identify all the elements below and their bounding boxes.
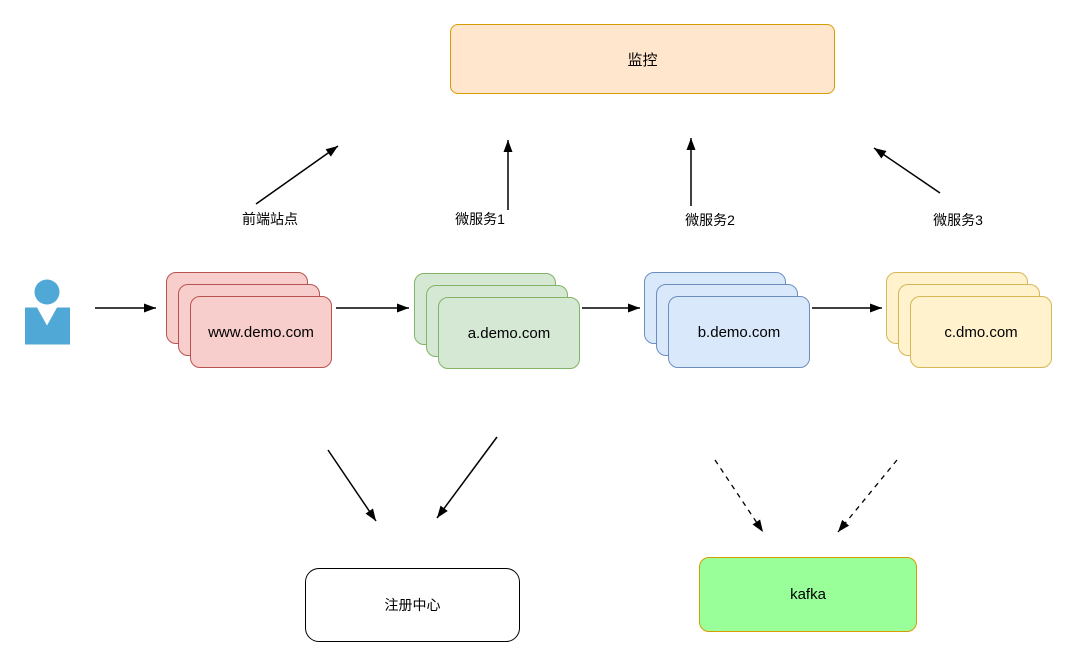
stack-card-front: a.demo.com <box>438 297 580 369</box>
stack-label-a: a.demo.com <box>467 324 551 342</box>
node-kafka-label: kafka <box>790 586 826 603</box>
stack-card-front: b.demo.com <box>668 296 810 368</box>
edge-b-to-kafka <box>714 459 764 533</box>
node-registry: 注册中心 <box>305 568 520 642</box>
edge-c-to-kafka <box>837 459 898 533</box>
node-monitor-label: 监控 <box>627 51 658 69</box>
stack-label-b: b.demo.com <box>697 323 781 341</box>
edge-label-ms1: 微服务1 <box>455 211 505 227</box>
node-stack-www: www.demo.com <box>166 272 332 368</box>
node-kafka: kafka <box>699 557 917 632</box>
edge-a-to-registry <box>436 436 498 519</box>
edge-ms3-to-monitor <box>873 147 941 194</box>
node-stack-b: b.demo.com <box>644 272 810 368</box>
stack-label-c: c.dmo.com <box>944 323 1018 341</box>
edge-www-to-registry <box>327 449 377 522</box>
stack-card-front: c.dmo.com <box>910 296 1052 368</box>
node-stack-a: a.demo.com <box>414 273 580 369</box>
edge-label-ms3: 微服务3 <box>933 212 983 228</box>
edge-frontend-to-monitor <box>255 145 339 205</box>
stack-label-www: www.demo.com <box>208 323 314 341</box>
user-icon <box>25 279 70 345</box>
node-monitor: 监控 <box>450 24 835 94</box>
node-registry-label: 注册中心 <box>384 597 441 613</box>
edge-label-frontend: 前端站点 <box>242 211 298 227</box>
stack-card-front: www.demo.com <box>190 296 332 368</box>
node-stack-c: c.dmo.com <box>886 272 1052 368</box>
edge-label-ms2: 微服务2 <box>685 212 735 228</box>
